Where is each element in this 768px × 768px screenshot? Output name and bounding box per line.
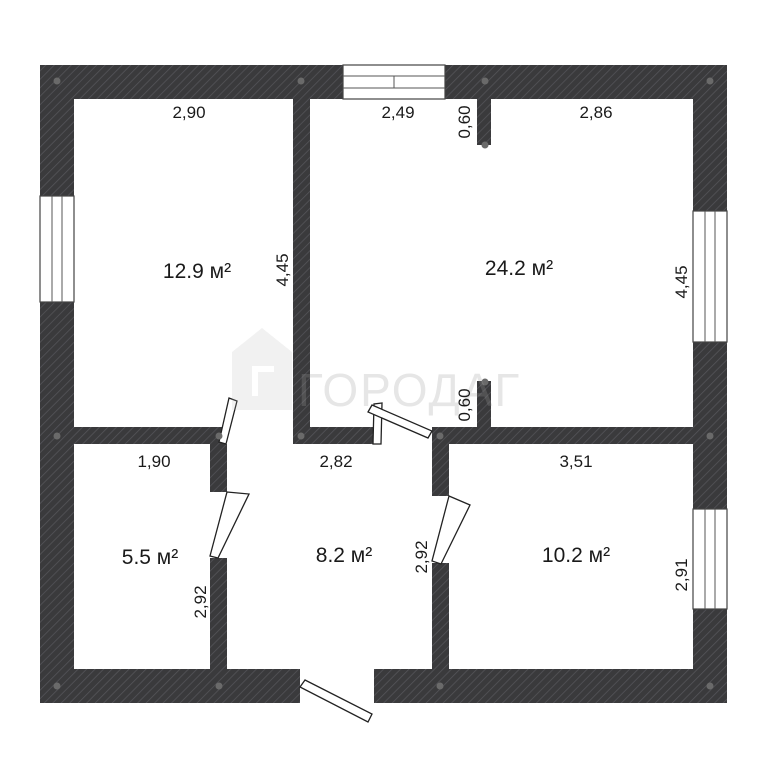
- outer-wall-right-middle: [693, 342, 727, 509]
- doors: [209, 397, 471, 723]
- window-top: [342, 64, 446, 100]
- node: [215, 682, 223, 690]
- outer-wall-bottom-left: [40, 669, 300, 703]
- node: [436, 682, 444, 690]
- dim-hall-height: 2,92: [412, 540, 431, 573]
- inner-wall-hall-right-top: [432, 444, 449, 496]
- windows: [39, 64, 728, 610]
- dim-bottom-right-height: 2,91: [672, 558, 691, 591]
- door-living-room: [367, 404, 433, 439]
- door-bedroom: [218, 397, 238, 445]
- area-bottom-right-room: 10.2 м²: [542, 544, 610, 567]
- window-right-top: [692, 210, 728, 343]
- area-labels: 12.9 м² 24.2 м² 5.5 м² 8.2 м² 10.2 м²: [122, 257, 610, 569]
- area-hall: 8.2 м²: [316, 544, 372, 567]
- window-right-bottom: [692, 508, 728, 610]
- dim-living-width-left: 2,49: [381, 103, 414, 122]
- node: [53, 77, 61, 85]
- node: [481, 141, 489, 149]
- inner-wall-middle-left: [74, 427, 226, 444]
- dim-wall-stub-bottom: 0,60: [455, 388, 474, 421]
- node: [297, 432, 305, 440]
- dim-small-room-width: 1,90: [137, 452, 170, 471]
- inner-wall-hall-right-bottom: [432, 563, 449, 669]
- node: [53, 432, 61, 440]
- node: [436, 432, 444, 440]
- node: [481, 378, 489, 386]
- inner-wall-hall-left-top: [210, 444, 227, 492]
- watermark-text: ГОРОДАГ: [298, 364, 521, 416]
- outer-wall-right-top: [693, 65, 727, 211]
- wall-stub-bottom: [477, 381, 491, 427]
- walls: [40, 65, 727, 703]
- wall-nodes: [53, 77, 714, 690]
- node: [297, 77, 305, 85]
- door-entrance: [299, 679, 373, 723]
- outer-wall-top-left: [40, 65, 343, 99]
- inner-wall-middle-center: [293, 427, 373, 444]
- dim-living-height: 4,45: [672, 265, 691, 298]
- area-small-room: 5.5 м²: [122, 546, 178, 569]
- dim-bottom-right-width: 3,51: [559, 452, 592, 471]
- dim-living-width-right: 2,86: [579, 103, 612, 122]
- inner-wall-middle-right: [432, 427, 693, 444]
- area-living-room: 24.2 м²: [485, 257, 553, 280]
- outer-wall-top-right: [445, 65, 727, 99]
- node: [481, 77, 489, 85]
- node: [53, 682, 61, 690]
- area-bedroom: 12.9 м²: [163, 260, 231, 283]
- door-bottom-right-room: [431, 495, 471, 565]
- inner-wall-hall-left-bottom: [210, 558, 227, 669]
- dim-bedroom-width: 2,90: [172, 103, 205, 122]
- watermark: ГОРОДАГ: [232, 328, 521, 416]
- dim-hall-width: 2,82: [319, 452, 352, 471]
- door-small-room: [209, 491, 250, 559]
- node: [706, 77, 714, 85]
- gorodag-logo-icon: [232, 328, 292, 410]
- wall-stub-top: [477, 99, 491, 145]
- node: [215, 432, 223, 440]
- outer-wall-left-bottom: [40, 302, 74, 703]
- outer-wall-left-top: [40, 65, 74, 196]
- outer-wall-bottom-right: [374, 669, 727, 703]
- inner-wall-top-center: [293, 99, 310, 442]
- dim-wall-stub-top: 0,60: [455, 105, 474, 138]
- node: [706, 682, 714, 690]
- window-left: [39, 195, 75, 303]
- node: [706, 432, 714, 440]
- dim-small-room-height: 2,92: [191, 585, 210, 618]
- dim-bedroom-height: 4,45: [273, 253, 292, 286]
- dimension-labels: 2,90 2,49 2,86 1,90 2,82 3,51 4,45 4,45 …: [137, 103, 691, 619]
